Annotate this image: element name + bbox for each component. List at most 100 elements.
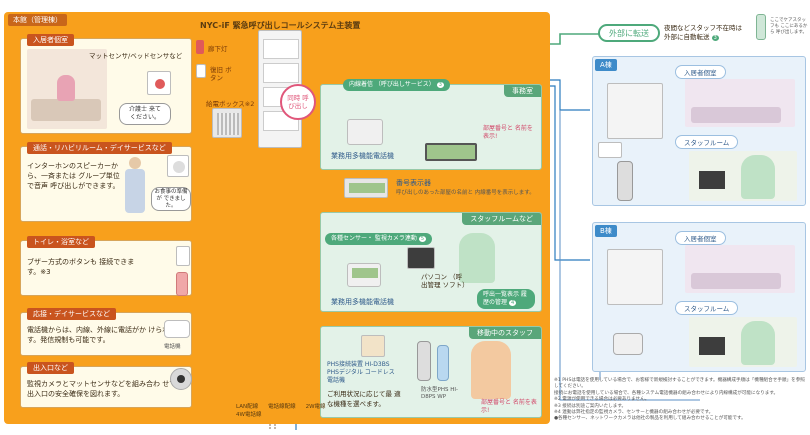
bed-icon [31, 99, 101, 121]
footnote-5: ●各種センサー、ネットワークカメラは他社の製品を利用して組み合わせることが可能で… [554, 416, 746, 422]
central-call-label: 同時 呼び出し [287, 94, 309, 110]
building-a-panel: A棟 入居者個室 スタッフルーム [592, 56, 806, 206]
building-a-room1-label: 入居者個室 [675, 65, 726, 79]
building-a-room2-label: スタッフルーム [675, 135, 739, 149]
building-a-title: A棟 [595, 59, 617, 71]
day-service-speech-bubble: お食事の準備が できました。 [151, 187, 191, 211]
building-a-controller-icon [607, 83, 663, 139]
office-display-note: 部屋番号と 名前を表示! [483, 125, 533, 140]
entrance-text: 監視カメラとマットセンサなどを組み合わ せて出入口の安全確保を図れます。 [27, 380, 177, 398]
day-service-panel: 通話・リハビリルーム・デイサービスなど インターホンのスピーカーから、一斉または… [20, 142, 192, 222]
building-b-panel: B棟 入居者個室 スタッフルーム [592, 222, 806, 372]
office-title: 事務室 [504, 85, 541, 97]
phs-handset-icon [417, 341, 431, 381]
footnote-1: ※1 PHSは電話を使用している場合で、お客様で新規検討することができます。機器… [554, 378, 805, 390]
day-service-speech-text: お食事の準備が できました。 [154, 188, 188, 209]
call-box-label: 給電ボックス※2 [206, 100, 255, 108]
building-b-title: B棟 [595, 225, 617, 237]
staff-room-phone-icon [347, 263, 381, 287]
reception-text: 電話機からは、内線、外線に電話がか けられます。発信規制も可能です。 [27, 326, 177, 344]
camera-lens-icon [177, 375, 185, 383]
main-unit-module [263, 63, 299, 83]
main-unit-module [263, 39, 299, 59]
transfer-bubble: 外部に転送 [598, 24, 660, 42]
transfer-note-line2-text: 外部に自動転送 [664, 33, 710, 41]
staff-room-bubble: 各種センサー・ 監視カメラ連動 5 [325, 233, 433, 245]
waterproof-label: 防水型PHS HI-D8PS WP [421, 387, 458, 400]
legend-wire2: 2W電線 [305, 404, 326, 410]
staff-member-figure [459, 233, 495, 283]
footnote-1b: 接続にお電話を使用している場合で、各種システム電話機器の組み合わせにより内線構成… [554, 390, 779, 396]
building-a-staff-figure [741, 155, 775, 199]
building-b-room1-scene [685, 245, 795, 293]
staff-room-phone-label: 業務用多機能電話機 [331, 298, 394, 306]
staff-room-phone-screen [352, 268, 378, 278]
buzzer-button-icon [176, 246, 190, 266]
phs-note: ご利用状況に応じて最 適な機種を選べます。 [327, 390, 401, 408]
number-display-screen [349, 183, 385, 193]
building-a-phs-icon [617, 161, 633, 201]
corridor-light-icon [196, 40, 204, 54]
pull-cord-icon [176, 272, 188, 296]
staff-room-bubble-badge: 5 [418, 236, 427, 242]
transfer-note-line2: 外部に自動転送 3 [664, 33, 742, 43]
head-icon [129, 157, 141, 169]
building-b-pc-icon [699, 337, 725, 355]
mobile-staff-panel: 移動中のスタッフ PHS接続装置 HI-D3BS PHSデジタル コードレス電話… [320, 326, 542, 418]
number-display-label: 番号表示器 [396, 179, 431, 187]
call-button-icon [155, 79, 165, 89]
reception-panel: 応接・デイサービスなど 電話機からは、内線、外線に電話がか けられます。発信規制… [20, 308, 192, 356]
pc-icon [407, 247, 435, 269]
office-phone-label: 業務用多機能電話機 [331, 152, 394, 160]
elderly-walker-figure [121, 153, 149, 219]
building-b-bed-icon [691, 273, 781, 289]
sensor-label: マットセンサ/ベッドセンサなど [89, 52, 183, 60]
building-a-room1-scene [685, 79, 795, 127]
toilet-text: ブザー方式のボタンも 接続できます。※3 [27, 258, 135, 276]
call-box-icon [212, 108, 242, 138]
history-bubble-text: 呼出一覧表示 履歴の管理 [483, 291, 527, 306]
body-icon [125, 169, 145, 213]
resident-room-title: 入居者個室 [27, 34, 74, 46]
building-a-pc-icon [699, 171, 725, 189]
office-panel: 事務室 内線着信 （呼び出しサービス） 3 業務用多機能電話機 部屋番号と 名前… [320, 79, 542, 170]
building-b-room2-label: スタッフルーム [675, 301, 739, 315]
legend-phone: 電話線配線 [268, 404, 296, 410]
resident-room-panel: 入居者個室 マットセンサ/ベッドセンサなど 介護士 来てください。 [20, 34, 192, 134]
speaker-grill-icon [173, 161, 185, 173]
transfer-note-line1: 夜間などスタッフ不在時は [664, 24, 742, 32]
history-bubble-badge: 4 [508, 300, 517, 306]
building-b-staff-figure [741, 321, 775, 365]
footnote-2: ※2 電源が使用できる場合は必要ありません。 [554, 397, 650, 403]
day-service-title: 通話・リハビリルーム・デイサービスなど [27, 142, 172, 154]
office-bubble-badge: 3 [436, 82, 444, 88]
desk-phone-icon [164, 320, 190, 338]
office-bubble: 内線着信 （呼び出しサービス） 3 [343, 79, 450, 91]
office-phone-icon [347, 119, 383, 145]
staff-room-panel: スタッフルームなど 各種センサー・ 監視カメラ連動 5 業務用多機能電話機 パソ… [320, 212, 542, 312]
desk-phone-label: 電話機 [164, 344, 181, 350]
resident-figure-icon [57, 75, 75, 101]
office-bubble-text: 内線着信 （呼び出しサービス） [349, 81, 435, 88]
office-display-screen [425, 143, 477, 161]
building-a-room2-scene [689, 151, 797, 201]
footnotes: ※1 PHSは電話を使用している場合で、お客様で新規検討することができます。機器… [554, 378, 806, 423]
speech-bubble-text: 介護士 来てください。 [129, 106, 161, 121]
waterproof-phs-icon [437, 345, 449, 381]
legend-lan: LAN配線 [236, 404, 259, 410]
footnote-4: ※4 連動は弊社指定の監視カメラ、センサーと機器の組み合わせが必要です。 [554, 410, 714, 416]
entrance-title: 出入口など [27, 362, 74, 374]
history-bubble: 呼出一覧表示 履歴の管理 4 [477, 289, 535, 309]
corridor-light-label: 廊下灯 [208, 45, 228, 53]
mobile-staff-title: 移動中のスタッフ [469, 327, 541, 339]
phs-base-station-icon [361, 335, 385, 357]
transfer-note: 夜間などスタッフ不在時は 外部に自動転送 3 [664, 24, 742, 43]
intercom-speaker-icon [167, 155, 189, 177]
legend: LAN配線 電話線配線 2W電線 [236, 402, 326, 410]
pc-label: パソコン （呼出管理 ソフト） [421, 273, 469, 289]
legend-wire4: 4W電話線 [236, 412, 262, 418]
transfer-note-badge: 3 [711, 35, 719, 41]
mobile-display-note: 部屋番号と 名前を表示! [481, 399, 537, 414]
day-service-text: インターホンのスピーカーから、一斉または グループ単位で音声 呼び出しができます… [27, 162, 120, 190]
building-b-phone-icon [613, 333, 643, 355]
